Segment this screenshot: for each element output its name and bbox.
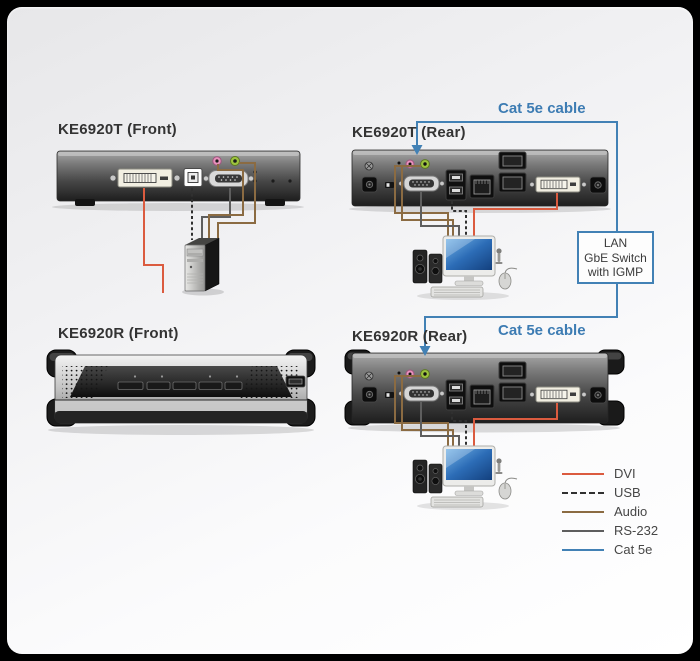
keyboard [430,286,484,298]
monitor [442,235,496,286]
cat5e-cable-label-bottom: Cat 5e cable [498,322,586,339]
mic-jack-hole [215,159,219,163]
tower-pc [182,237,224,296]
legend-label: RS-232 [614,523,659,538]
rs232-serial-port [203,170,254,187]
legend: DVI USB Audio RS-232 Cat 5e [562,464,658,559]
rj45-lan-port [469,174,495,199]
vent-grille [62,366,108,398]
front-leds [133,375,239,378]
ke6920r-front-title: KE6920R (Front) [58,325,179,342]
ke6920r-rear-device [344,349,625,433]
audio-line-sample [562,510,604,513]
power-jack [589,176,607,194]
cat5e-line-sample [562,548,604,551]
usb-b-port [183,168,203,187]
legend-label: Cat 5e [614,542,653,557]
arrowhead-icon [411,145,423,155]
usb-line-sample [562,491,604,494]
audio-cable [217,162,256,243]
ke6920t-rear-cables [394,165,558,246]
grounding-screw [364,161,374,171]
vent-grille [240,366,300,398]
mouse [498,267,518,290]
power-jack [361,176,378,193]
power-switch-knob [386,183,390,187]
switch-box-line2: GbE Switch [584,250,647,265]
ke6920t-rear-title: KE6920T (Rear) [352,124,466,141]
usb-cable [451,201,467,246]
usb-a-dual-port [445,169,467,201]
device-shadow [52,203,304,211]
dvi-cable [473,193,558,242]
legend-label: Audio [614,504,648,519]
cat5e-network-paths [411,121,654,356]
reset-button [397,161,401,165]
legend-label: DVI [614,466,636,481]
rs232-cable [201,188,231,241]
ke6920t-front-title: KE6920T (Front) [58,121,177,138]
dvi-line-sample [562,472,604,475]
device-foot [75,199,95,206]
audio-cable [208,164,244,241]
legend-label: USB [614,485,641,500]
ke6920t-rear-device [349,149,611,213]
dvi-cable [143,188,164,293]
dvi-port [109,168,181,188]
ke6920t-front-cables [143,162,256,293]
ke6920r-rear-title: KE6920R (Rear) [352,328,468,345]
speaker-jack-hole [233,159,237,163]
speaker-jack-hole [423,162,427,166]
optical-drive [186,248,204,257]
speakers [412,249,443,284]
ke6920r-front-device [46,349,316,435]
diagram-panel [7,7,693,654]
cat5e-cable [424,283,618,347]
cat5e-cable [416,121,618,232]
rs232-line-sample [562,529,604,532]
arrowhead-icon [419,346,431,356]
rear-port-cluster [361,151,607,201]
device-foot [265,199,285,206]
sfp-port [498,151,527,170]
dvi-port [529,176,587,193]
mic-jack-hole [408,162,412,166]
cat5e-cable-label-top: Cat 5e cable [498,100,586,117]
sfp-port [498,172,527,193]
rs232-serial-port [398,175,445,192]
legend-item-rs232: RS-232 [562,521,658,540]
switch-box-line3: with IGMP [587,265,644,279]
lan-switch-box [577,231,654,284]
workstation [412,235,518,300]
legend-item-dvi: DVI [562,464,658,483]
legend-item-audio: Audio [562,502,658,521]
usb-a-front-port [285,375,306,388]
switch-box-line1: LAN [603,236,628,250]
ke6920t-front-device [52,150,304,211]
legend-item-cat5e: Cat 5e [562,540,658,559]
legend-item-usb: USB [562,483,658,502]
lan-switch-box-text: LAN GbE Switch with IGMP [579,236,652,280]
workstation [412,445,518,511]
audio-cable [401,165,454,246]
pushbuttons [117,381,243,390]
microphone [495,248,503,264]
audio-cable [394,165,449,243]
